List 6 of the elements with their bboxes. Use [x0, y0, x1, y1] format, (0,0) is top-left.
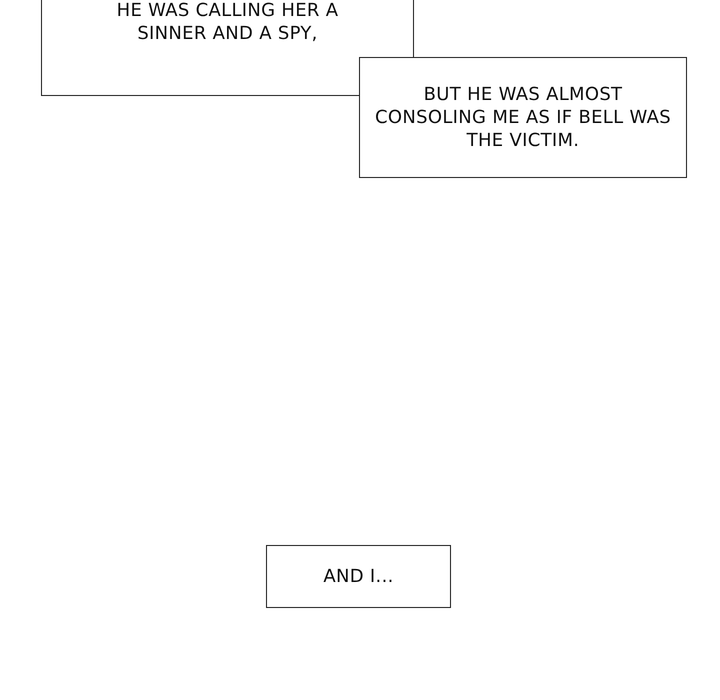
caption-box — [359, 57, 687, 178]
caption-text: HE WAS CALLING HER A SINNER AND A SPY, — [116, 0, 340, 45]
caption-text: AND I... — [323, 565, 394, 588]
caption-box — [266, 545, 451, 608]
caption-box — [41, 0, 414, 96]
caption-text: BUT HE WAS ALMOST CONSOLING ME AS IF BELL WAS THE VICTIM. — [374, 83, 672, 152]
